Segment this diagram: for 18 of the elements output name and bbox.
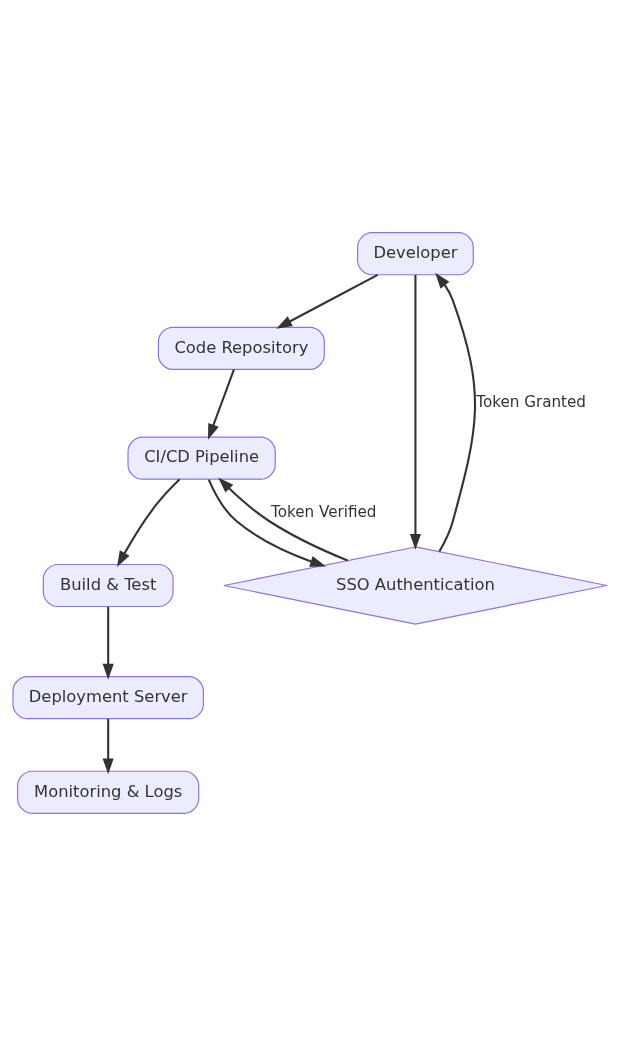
node-box: CI/CD Pipeline [127,436,276,480]
edge-label: Token Granted [476,392,587,411]
arrow [276,273,379,329]
node-box: Code Repository [157,326,325,370]
arrow [207,368,235,440]
arrow [102,718,114,774]
arrow [409,274,421,550]
node-box: Deployment Server [12,675,204,719]
node-box: Developer [357,231,474,275]
arrow [102,606,114,680]
node-box: Monitoring & Logs [17,770,200,814]
node-diamond: SSO Authentication [223,545,608,625]
arrow [435,272,476,552]
arrow [117,477,181,567]
edge-label: Token Verified [270,502,377,521]
node-box: Build & Test [42,563,174,607]
arrow [207,478,326,567]
arrow [218,476,349,561]
